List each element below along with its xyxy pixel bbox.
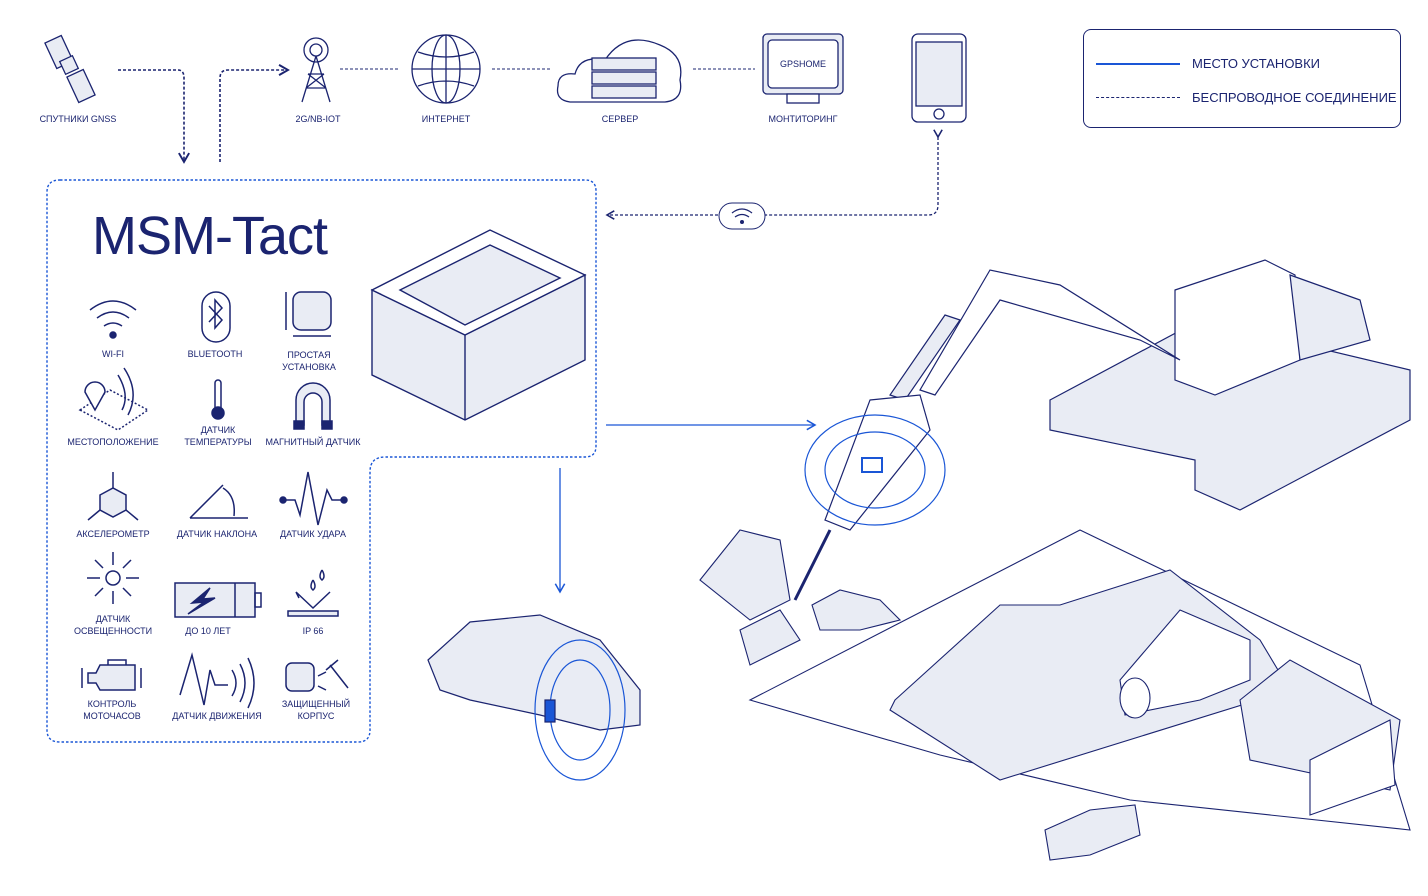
feature-label: АКСЕЛЕРОМЕТР (76, 529, 150, 539)
shock-icon (279, 471, 348, 526)
smartphone-icon (911, 33, 967, 123)
feature-label: МАГНИТНЫЙ ДАТЧИК (265, 437, 361, 447)
feature-label: WI-FI (102, 349, 124, 359)
legend-wireless: БЕСПРОВОДНОЕ СОЕДИНЕНИЕ (1192, 90, 1397, 105)
internet-label: ИНТЕРНЕТ (421, 114, 471, 124)
magnet-icon (293, 382, 333, 430)
monitor-screen-text: GPSHOME (779, 59, 827, 69)
easy-install-icon (285, 291, 332, 337)
monitor-icon (762, 33, 844, 104)
legend-solid-line (1096, 62, 1180, 65)
msm-tact-device (370, 229, 587, 421)
feature-label: КОНТРОЛЬ МОТОЧАСОВ (83, 699, 141, 721)
location-icon (78, 367, 150, 431)
water-drop-icon (287, 569, 339, 617)
light-sensor-icon (87, 552, 139, 604)
feature-label: BLUETOOTH (187, 349, 243, 359)
bluetooth-icon (201, 291, 231, 343)
thermometer-icon (211, 379, 225, 420)
motion-icon (179, 652, 255, 709)
wifi-icon (89, 300, 137, 339)
server-label: СЕРВЕР (601, 114, 639, 124)
feature-label: ДАТЧИК НАКЛОНА (176, 529, 258, 539)
feature-label: ПРОСТАЯ УСТАНОВКА (282, 350, 336, 372)
feature-label: ДАТЧИК УДАРА (280, 529, 346, 539)
legend-dashed-line (1096, 97, 1180, 98)
feature-label: МЕСТОПОЛОЖЕНИЕ (67, 437, 159, 447)
accelerometer-icon (87, 472, 139, 521)
product-title: MSM-Tact (92, 206, 328, 266)
satellite-label: СПУТНИКИ GNSS (39, 114, 117, 124)
feature-label: ДАТЧИК ТЕМПЕРАТУРЫ (184, 425, 252, 447)
battery-icon (174, 582, 262, 618)
engine-icon (81, 659, 142, 691)
legend-install: МЕСТО УСТАНОВКИ (1192, 56, 1321, 71)
feature-label: ЗАЩИЩЕННЫЙ КОРПУС (281, 699, 351, 721)
feature-label: ДАТЧИК ОСВЕЩЕННОСТИ (73, 614, 153, 636)
feature-label: ДАТЧИК ДВИЖЕНИЯ (172, 711, 262, 721)
quarry-illustration (699, 529, 1411, 861)
feature-label: IP 66 (302, 626, 324, 636)
device-panel-border (46, 179, 597, 743)
satellite-icon (44, 34, 96, 104)
tilt-icon (189, 484, 248, 519)
wifi-badge-icon (718, 202, 766, 230)
monitoring-label: МОНТИТОРИНГ (768, 114, 838, 124)
protected-case-icon (285, 659, 349, 692)
hydraulic-attachment-illustration (427, 614, 641, 781)
cloud-server-icon (556, 39, 682, 103)
globe-icon (411, 34, 481, 104)
network-label: 2G/NB-IOT (295, 114, 341, 124)
feature-label: ДО 10 ЛЕТ (185, 626, 231, 636)
excavator-illustration (793, 259, 1411, 601)
legend: МЕСТО УСТАНОВКИ БЕСПРОВОДНОЕ СОЕДИНЕНИЕ (1083, 29, 1401, 128)
cell-tower-icon (301, 37, 331, 103)
